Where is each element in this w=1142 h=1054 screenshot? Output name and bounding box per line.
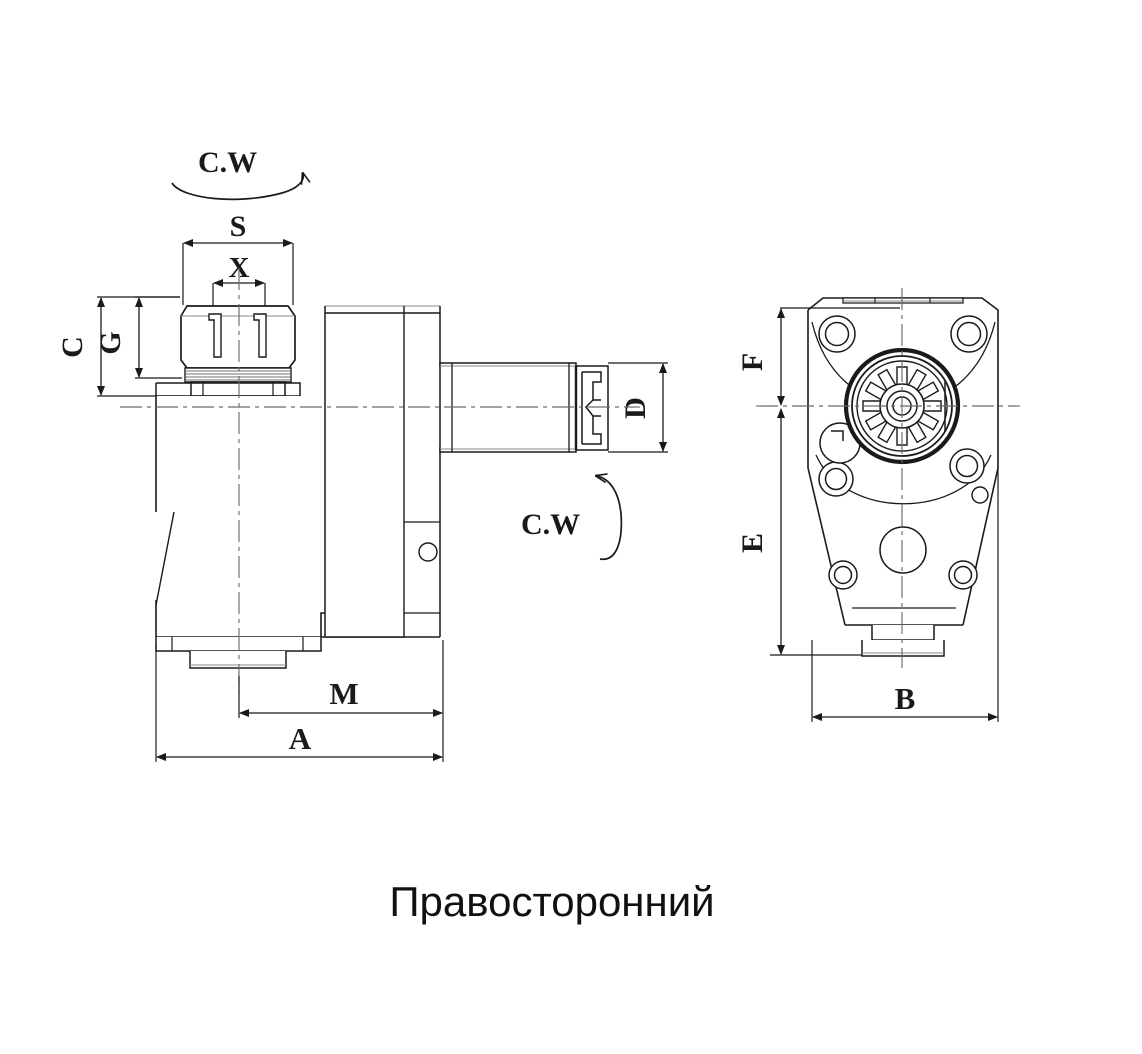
shaft-coupling-head xyxy=(575,365,609,451)
housing-fill xyxy=(156,396,300,637)
dimension-B-label: B xyxy=(895,681,916,716)
side-housing-taper-right xyxy=(962,467,999,626)
dimension-S-label: S xyxy=(230,210,247,243)
cw-top-label: C.W xyxy=(198,146,257,179)
dimension-F-label: F xyxy=(736,353,769,371)
collet-nut-assembly xyxy=(180,305,296,397)
housing-chamfer-line xyxy=(155,511,175,606)
collet-slot-left xyxy=(208,313,222,358)
lower-mounting-bore xyxy=(879,526,927,574)
collet-nut-body xyxy=(180,305,296,369)
coupling-notch-lower xyxy=(582,415,602,445)
dimension-E: E xyxy=(736,408,862,656)
front-view-centerlines xyxy=(120,268,640,700)
front-elevation-view: C.W S X C G xyxy=(56,146,668,762)
spigot-plate xyxy=(861,640,945,657)
cw-arrow-arc-top xyxy=(171,174,303,201)
dimension-G-label: G xyxy=(94,331,127,354)
side-view-centerlines xyxy=(756,288,1020,668)
dimension-B: B xyxy=(811,468,999,722)
flange-boss xyxy=(189,651,287,669)
dimension-G: G xyxy=(94,296,182,379)
gearbox-tower xyxy=(324,305,441,638)
side-housing-taper-left xyxy=(807,467,846,626)
bolt-hole-top-right xyxy=(950,315,988,353)
hub-spokes xyxy=(862,366,942,446)
cw-arrow-arc-shaft xyxy=(597,476,623,560)
dimension-A-label: A xyxy=(289,721,312,756)
cw-shaft-marker: C.W xyxy=(521,476,623,560)
small-pin-hole xyxy=(971,486,989,504)
collet-slot-right xyxy=(253,313,267,358)
bolt-hole-bottom-right xyxy=(948,560,978,590)
coupling-notch-upper xyxy=(582,371,602,401)
bolt-holes xyxy=(818,315,989,590)
drawing-caption: Правосторонний xyxy=(389,878,714,925)
dimension-F: F xyxy=(736,307,900,406)
side-elevation-view: F E B xyxy=(736,288,1020,722)
coupling-center-vee xyxy=(585,399,594,417)
side-housing-top-outline xyxy=(807,297,999,455)
bolt-hole-mid-left xyxy=(818,461,854,497)
bolt-hole-bottom-left xyxy=(828,560,858,590)
dimension-M: M xyxy=(238,640,444,718)
gearbox-fill xyxy=(325,306,440,637)
dimension-D: D xyxy=(608,362,668,453)
dimension-M-label: M xyxy=(329,676,358,711)
thread-hatching xyxy=(185,370,291,381)
bolt-hole-mid-right xyxy=(949,448,985,484)
spigot-upper xyxy=(871,625,935,641)
side-bottom-spigot xyxy=(861,625,945,657)
cw-shaft-label: C.W xyxy=(521,508,580,541)
locating-key-notch xyxy=(831,430,844,441)
dimension-E-label: E xyxy=(736,533,769,553)
bolt-hole-top-left xyxy=(818,315,856,353)
dimension-A: A xyxy=(155,645,444,762)
dimension-C-label: C xyxy=(56,336,89,358)
cw-top-marker: C.W xyxy=(171,146,303,201)
cover-plate-hole xyxy=(418,542,438,562)
dimension-D-label: D xyxy=(619,397,652,419)
dimension-S: S xyxy=(182,210,294,305)
collet-nut-flange xyxy=(190,381,286,397)
